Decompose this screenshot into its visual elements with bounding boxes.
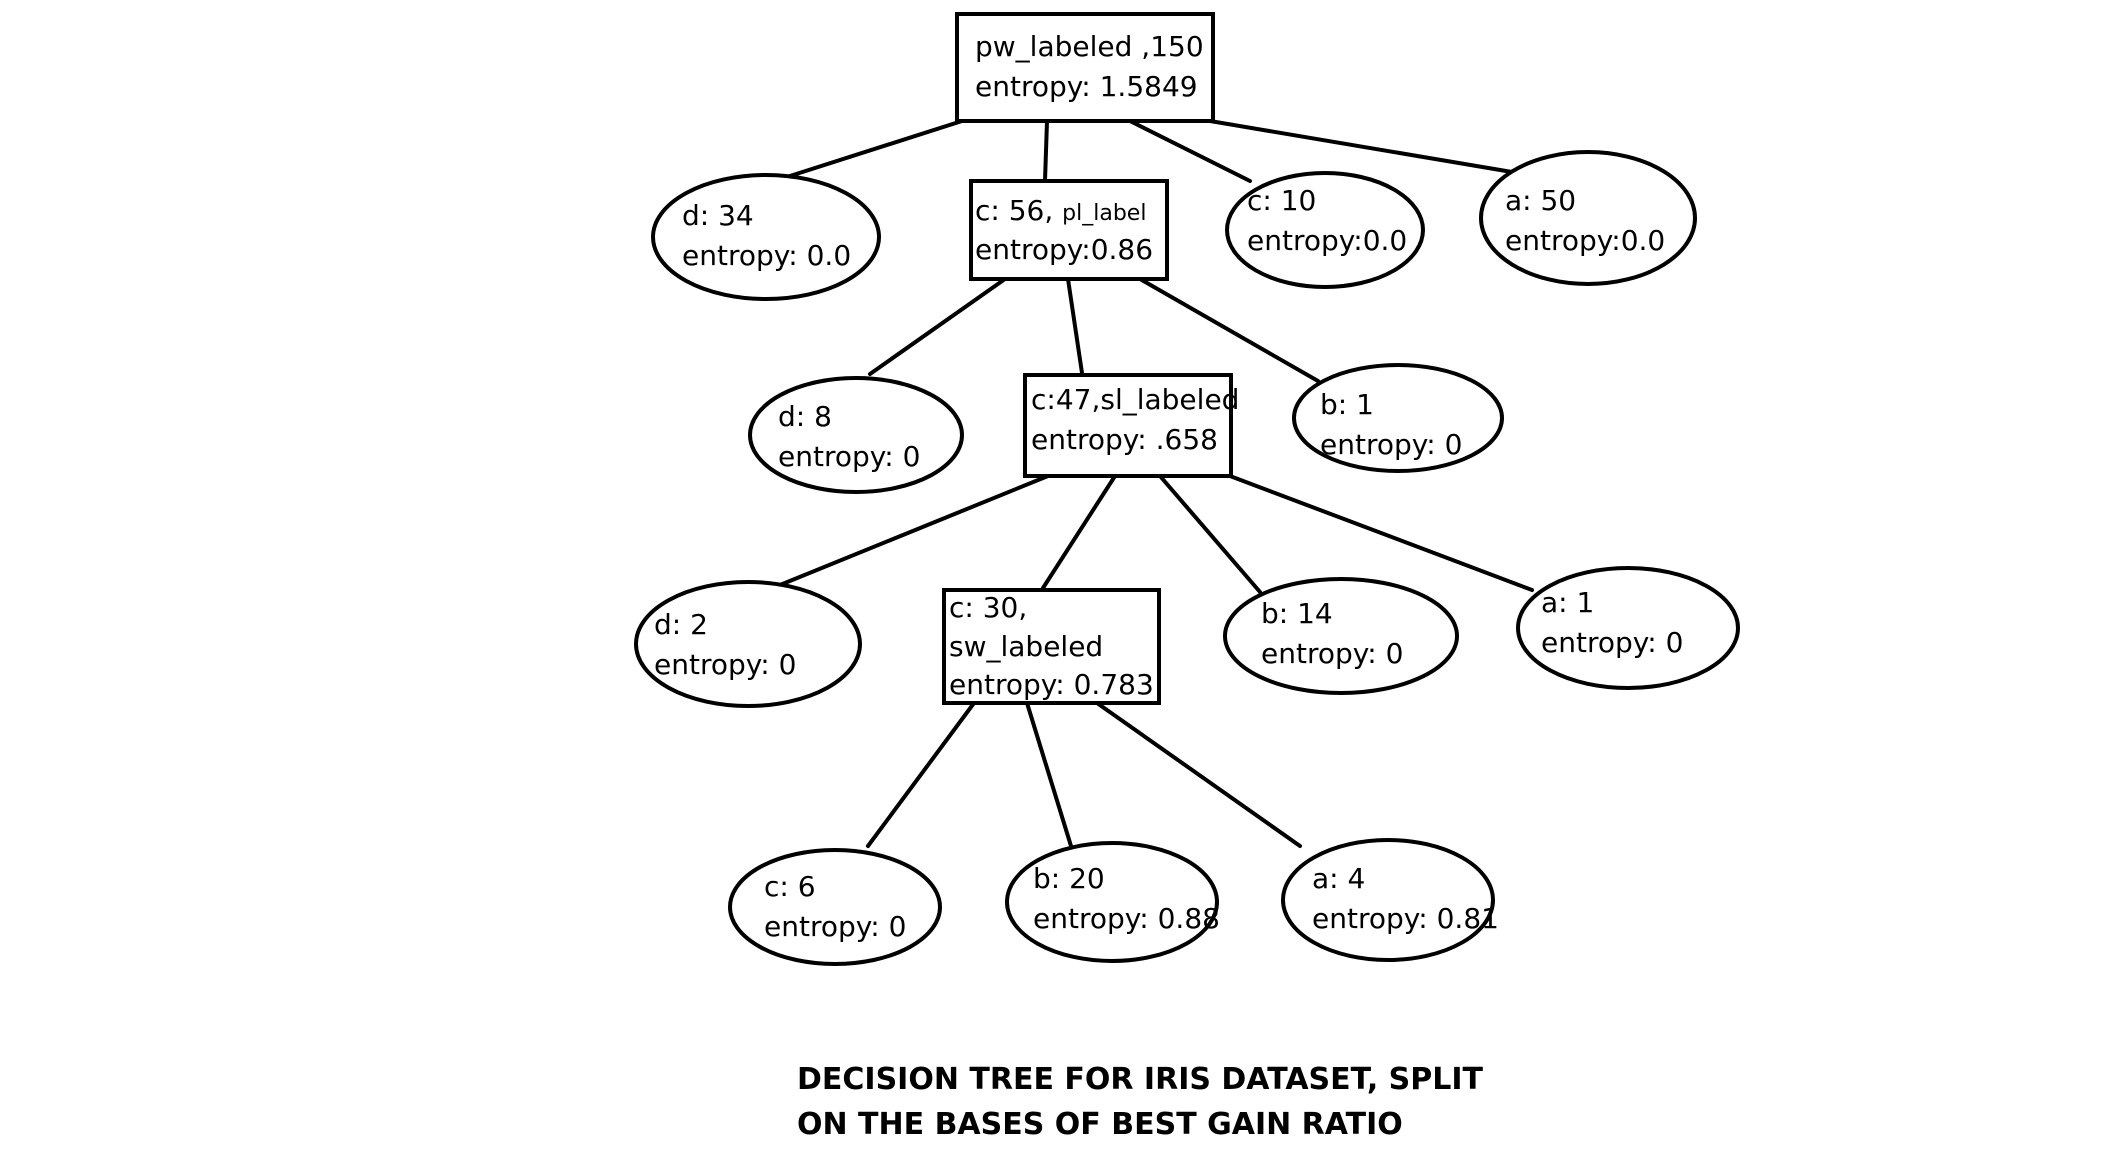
node-root-box xyxy=(955,12,1215,123)
node-a50-ellipse xyxy=(1479,150,1697,286)
node-root-line2: entropy: 1.5849 xyxy=(975,70,1198,103)
node-c56-line1-attr: pl_label xyxy=(1062,201,1146,226)
node-c10-ellipse xyxy=(1225,171,1425,289)
edge-root-c10 xyxy=(1128,119,1252,183)
node-a1: a: 1 entropy: 0 xyxy=(1516,566,1740,690)
node-root: pw_labeled ,150 entropy: 1.5849 xyxy=(955,12,1215,123)
node-c10: c: 10 entropy:0.0 xyxy=(1225,171,1425,289)
node-a50-line2: entropy:0.0 xyxy=(1505,224,1665,257)
edge-c30-a4 xyxy=(1095,701,1302,848)
node-c10-line2: entropy:0.0 xyxy=(1247,224,1407,257)
node-a4-ellipse xyxy=(1281,838,1495,962)
node-b1-line1: b: 1 xyxy=(1320,388,1374,421)
edge-c56-d8 xyxy=(868,277,1007,376)
edge-c56-b1 xyxy=(1138,277,1320,383)
node-root-line1: pw_labeled ,150 xyxy=(975,30,1204,63)
node-c47-line1: c:47,sl_labeled xyxy=(1031,383,1239,416)
node-c30-box xyxy=(942,588,1161,705)
node-b20-line2: entropy: 0.88 xyxy=(1033,902,1220,935)
node-d2-line2: entropy: 0 xyxy=(654,648,796,681)
node-b14: b: 14 entropy: 0 xyxy=(1223,577,1459,695)
node-d2-line1: d: 2 xyxy=(654,608,708,641)
node-d8-line2: entropy: 0 xyxy=(778,440,920,473)
node-c47-box xyxy=(1023,373,1233,478)
edge-c47-d2 xyxy=(778,474,1050,587)
node-a4: a: 4 entropy: 0.81 xyxy=(1281,838,1499,962)
tree-edges xyxy=(778,119,1534,848)
node-c47: c:47,sl_labeled entropy: .658 xyxy=(1023,373,1239,478)
node-a50-line1: a: 50 xyxy=(1505,184,1576,217)
node-c30-line2: sw_labeled xyxy=(949,630,1103,663)
node-c30-line3: entropy: 0.783 xyxy=(949,668,1154,701)
node-d2-ellipse xyxy=(634,580,862,708)
node-c30-line1: c: 30, xyxy=(949,591,1027,624)
node-b1-line2: entropy: 0 xyxy=(1320,428,1462,461)
diagram-caption: DECISION TREE FOR IRIS DATASET, SPLIT ON… xyxy=(797,1057,1483,1147)
node-c30: c: 30, sw_labeled entropy: 0.783 xyxy=(942,588,1161,705)
node-c6-line1: c: 6 xyxy=(764,870,816,903)
node-d34-line2: entropy: 0.0 xyxy=(682,239,851,272)
node-a1-ellipse xyxy=(1516,566,1740,690)
diagram-caption-line1: DECISION TREE FOR IRIS DATASET, SPLIT xyxy=(797,1062,1484,1097)
node-b14-line1: b: 14 xyxy=(1261,597,1333,630)
node-b20: b: 20 entropy: 0.88 xyxy=(1005,841,1220,963)
edge-root-c56 xyxy=(1043,119,1049,183)
node-a4-line2: entropy: 0.81 xyxy=(1312,902,1499,935)
node-c6-line2: entropy: 0 xyxy=(764,910,906,943)
node-d2: d: 2 entropy: 0 xyxy=(634,580,862,708)
node-c56-line2: entropy:0.86 xyxy=(975,233,1153,266)
edge-c56-c47 xyxy=(1066,277,1084,375)
node-b1-ellipse xyxy=(1292,363,1504,473)
node-d34-ellipse xyxy=(651,173,881,301)
edge-root-a50 xyxy=(1208,119,1514,174)
node-c56-line1: c: 56, pl_label xyxy=(975,194,1146,227)
node-b14-line2: entropy: 0 xyxy=(1261,637,1403,670)
node-a1-line2: entropy: 0 xyxy=(1541,626,1683,659)
node-b14-ellipse xyxy=(1223,577,1459,695)
edge-c30-c6 xyxy=(866,701,976,848)
node-b20-ellipse xyxy=(1005,841,1219,963)
node-c47-line2: entropy: .658 xyxy=(1031,423,1218,456)
node-d8-ellipse xyxy=(748,376,964,494)
node-c10-line1: c: 10 xyxy=(1247,184,1316,217)
node-c6-ellipse xyxy=(728,848,942,966)
diagram-caption-line2: ON THE BASES OF BEST GAIN RATIO xyxy=(797,1107,1403,1142)
node-b20-line1: b: 20 xyxy=(1033,862,1105,895)
node-c6: c: 6 entropy: 0 xyxy=(728,848,942,966)
node-b1: b: 1 entropy: 0 xyxy=(1292,363,1504,473)
node-d8: d: 8 entropy: 0 xyxy=(748,376,964,494)
node-d34-line1: d: 34 xyxy=(682,199,754,232)
node-d8-line1: d: 8 xyxy=(778,400,832,433)
node-a50: a: 50 entropy:0.0 xyxy=(1479,150,1697,286)
edge-c47-b14 xyxy=(1158,474,1262,594)
edge-c47-c30 xyxy=(1041,474,1117,590)
edge-c30-b20 xyxy=(1025,701,1073,848)
node-c56-line1-count: c: 56, xyxy=(975,194,1062,227)
edge-root-d34 xyxy=(788,119,964,178)
edge-c47-a1 xyxy=(1228,474,1534,592)
node-c56: c: 56, pl_label entropy:0.86 xyxy=(969,179,1169,281)
node-c56-box xyxy=(969,179,1169,281)
node-a1-line1: a: 1 xyxy=(1541,586,1594,619)
node-d34: d: 34 entropy: 0.0 xyxy=(651,173,881,301)
node-a4-line1: a: 4 xyxy=(1312,862,1365,895)
